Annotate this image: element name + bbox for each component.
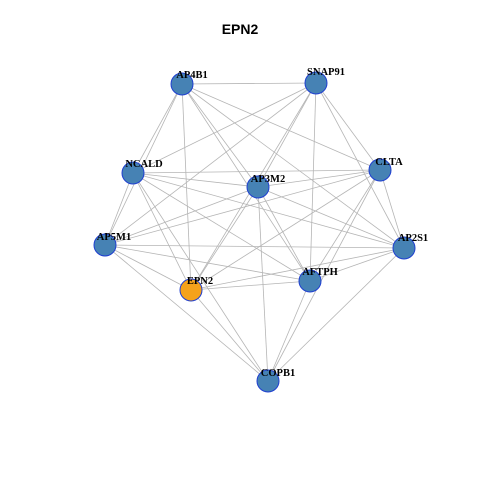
edge-clta-epn2 bbox=[190, 169, 381, 291]
node-label-clta: CLTA bbox=[375, 157, 403, 168]
edge-snap91-ap5m1 bbox=[104, 82, 317, 246]
edge-ncald-ap5m1 bbox=[104, 172, 134, 246]
edge-ap4b1-epn2 bbox=[181, 83, 192, 291]
edge-snap91-ncald bbox=[132, 82, 317, 174]
edge-ncald-clta bbox=[132, 169, 381, 174]
node-label-ncald: NCALD bbox=[125, 159, 163, 170]
edge-ap4b1-ap5m1 bbox=[104, 83, 183, 246]
edge-epn2-copb1 bbox=[190, 289, 269, 382]
network-title: EPN2 bbox=[221, 21, 259, 37]
edge-ap3m2-aftph bbox=[257, 186, 311, 282]
edge-ncald-ap3m2 bbox=[132, 172, 259, 188]
edge-ap5m1-ap2s1 bbox=[104, 244, 405, 249]
edge-ap5m1-aftph bbox=[104, 244, 311, 282]
edge-ap3m2-ap2s1 bbox=[257, 186, 405, 249]
edge-aftph-copb1 bbox=[267, 280, 311, 382]
edge-ap4b1-ap2s1 bbox=[181, 83, 405, 249]
node-label-ap5m1: AP5M1 bbox=[97, 232, 131, 243]
edge-ap5m1-epn2 bbox=[104, 244, 192, 291]
edge-snap91-clta bbox=[315, 82, 381, 171]
node-label-aftph: AFTPH bbox=[302, 267, 338, 278]
node-label-ap2s1: AP2S1 bbox=[398, 233, 428, 244]
edge-ap5m1-copb1 bbox=[104, 244, 269, 382]
edge-ncald-epn2 bbox=[132, 172, 192, 291]
node-label-snap91: SNAP91 bbox=[307, 67, 345, 78]
node-epn2 bbox=[179, 278, 203, 302]
edge-clta-ap5m1 bbox=[104, 169, 381, 246]
edge-ap4b1-ap3m2 bbox=[181, 83, 259, 188]
edge-clta-ap3m2 bbox=[257, 169, 381, 188]
edge-clta-copb1 bbox=[267, 169, 381, 382]
edge-ap2s1-epn2 bbox=[190, 247, 405, 291]
node-clta bbox=[368, 158, 392, 182]
edge-ncald-copb1 bbox=[132, 172, 269, 382]
node-ncald bbox=[121, 161, 145, 185]
edge-ap3m2-ap5m1 bbox=[104, 186, 259, 246]
edge-snap91-ap2s1 bbox=[315, 82, 405, 249]
node-label-copb1: COPB1 bbox=[261, 368, 295, 379]
edge-ap2s1-copb1 bbox=[267, 247, 405, 382]
node-ap4b1 bbox=[170, 72, 194, 96]
edges-layer bbox=[104, 82, 405, 382]
node-copb1 bbox=[256, 369, 280, 393]
edge-ap3m2-epn2 bbox=[190, 186, 259, 291]
node-ap3m2 bbox=[246, 175, 270, 199]
edge-ap2s1-aftph bbox=[309, 247, 405, 282]
edge-ap3m2-copb1 bbox=[257, 186, 269, 382]
node-label-ap4b1: AP4B1 bbox=[176, 70, 208, 81]
node-aftph bbox=[298, 269, 322, 293]
edge-ap4b1-snap91 bbox=[181, 82, 317, 85]
node-ap5m1 bbox=[93, 233, 117, 257]
edge-snap91-ap3m2 bbox=[257, 82, 317, 188]
node-ap2s1 bbox=[392, 236, 416, 260]
edge-clta-ap2s1 bbox=[379, 169, 405, 249]
node-label-epn2: EPN2 bbox=[187, 276, 213, 287]
edge-snap91-aftph bbox=[309, 82, 317, 282]
edge-ncald-aftph bbox=[132, 172, 311, 282]
edge-ap4b1-clta bbox=[181, 83, 381, 171]
edge-aftph-epn2 bbox=[190, 280, 311, 291]
node-snap91 bbox=[304, 71, 328, 95]
node-label-ap3m2: AP3M2 bbox=[251, 174, 285, 185]
edge-ap4b1-aftph bbox=[181, 83, 311, 282]
edge-ncald-ap2s1 bbox=[132, 172, 405, 249]
edge-clta-aftph bbox=[309, 169, 381, 282]
edge-ap4b1-ncald bbox=[132, 83, 183, 174]
nodes-layer bbox=[93, 71, 416, 393]
